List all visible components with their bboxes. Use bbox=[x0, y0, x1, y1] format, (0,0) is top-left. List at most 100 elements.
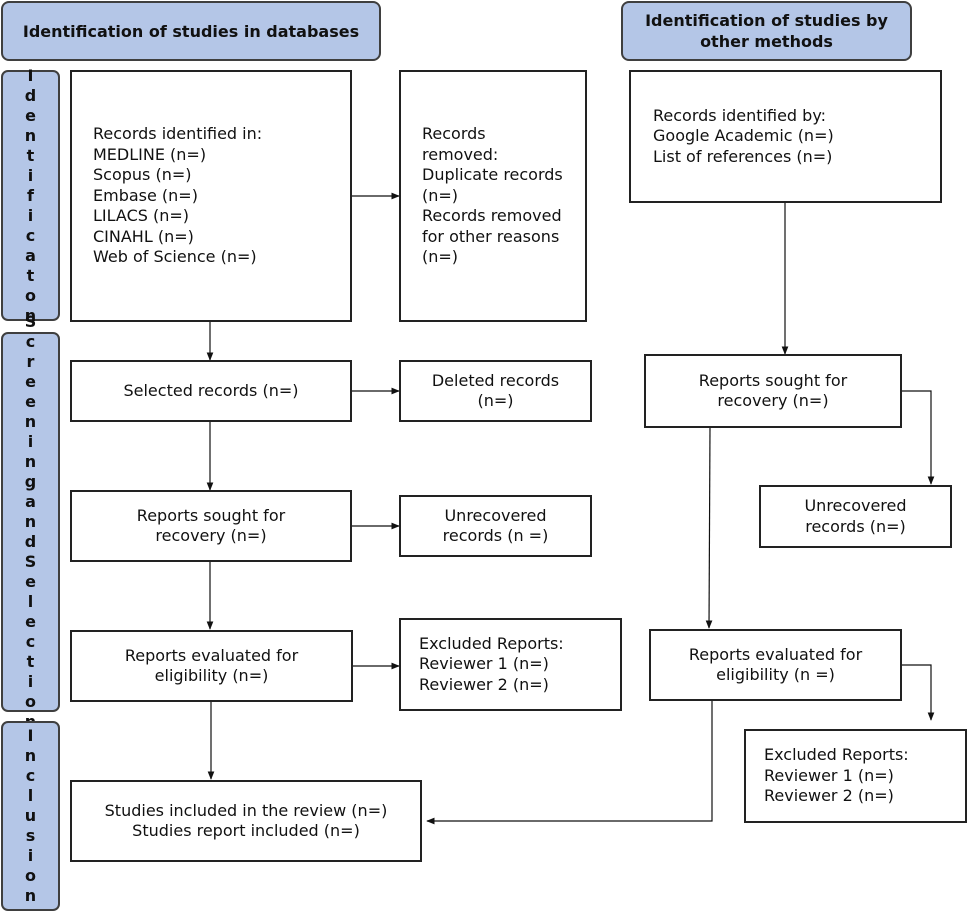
phase-screening-selection: S c r e e n i n g a n d S e l e c t i o … bbox=[1, 312, 60, 731]
box-studies-included: Studies included in the review (n=) Stud… bbox=[70, 780, 422, 862]
phase-letter: s bbox=[25, 826, 36, 845]
box-line: Unrecovered bbox=[804, 496, 907, 515]
phase-letter: o bbox=[25, 285, 36, 305]
phase-letter: f bbox=[27, 185, 34, 205]
phase-letter: i bbox=[27, 165, 34, 185]
phase-letter: i bbox=[27, 205, 34, 225]
box-line: Records identified by: bbox=[653, 105, 827, 125]
phase-letter: o bbox=[25, 866, 36, 885]
arrow-other-sought-to-unrecovered bbox=[901, 390, 935, 485]
phase-letter: I bbox=[27, 65, 34, 85]
phase-letter: l bbox=[27, 592, 34, 611]
box-line: Excluded Reports: bbox=[419, 633, 564, 653]
phase-letter: e bbox=[25, 392, 36, 411]
box-line: Duplicate records bbox=[422, 165, 563, 185]
phase-letter: u bbox=[24, 806, 37, 825]
header-databases-text: Identification of studies in databases bbox=[22, 21, 360, 41]
box-line: List of references (n=) bbox=[653, 146, 833, 166]
phase-letter: n bbox=[24, 125, 37, 145]
phase-letter: n bbox=[24, 512, 37, 531]
box-reports-evaluated-db: Reports evaluated for eligibility (n=) bbox=[70, 630, 353, 702]
box-reports-evaluated-other: Reports evaluated for eligibility (n =) bbox=[649, 629, 902, 701]
box-line: Unrecovered bbox=[444, 505, 547, 525]
phase-letter: t bbox=[26, 265, 35, 285]
phase-letter: c bbox=[25, 332, 36, 351]
phase-letter: a bbox=[25, 245, 36, 265]
box-line: Reviewer 1 (n=) bbox=[419, 654, 549, 674]
box-line: Excluded Reports: bbox=[764, 745, 909, 765]
phase-letter: n bbox=[24, 886, 37, 905]
phase-letter: n bbox=[24, 452, 37, 471]
phase-letter: t bbox=[26, 145, 35, 165]
box-line: (n=) bbox=[477, 391, 514, 410]
box-line: eligibility (n =) bbox=[716, 665, 835, 684]
phase-letter: e bbox=[25, 372, 36, 391]
box-line: MEDLINE (n=) bbox=[93, 144, 207, 164]
box-records-other-methods: Records identified by: Google Academic (… bbox=[629, 70, 942, 203]
box-selected-records: Selected records (n=) bbox=[70, 360, 352, 422]
box-line: eligibility (n=) bbox=[154, 666, 269, 685]
box-reports-sought-db: Reports sought for recovery (n=) bbox=[70, 490, 352, 562]
box-line: Records removed bbox=[422, 206, 562, 226]
phase-letter: c bbox=[25, 225, 36, 245]
box-reports-sought-other: Reports sought for recovery (n=) bbox=[644, 354, 902, 428]
header-other-line-2: other methods bbox=[700, 32, 833, 51]
box-unrecovered-other: Unrecovered records (n=) bbox=[759, 485, 952, 548]
box-records-identified: Records identified in: MEDLINE (n=) Scop… bbox=[70, 70, 352, 322]
header-other-methods: Identification of studies by other metho… bbox=[621, 1, 912, 61]
phase-letter: o bbox=[25, 692, 36, 711]
arrow-other-sought-to-evaluated bbox=[705, 426, 713, 629]
header-databases: Identification of studies in databases bbox=[1, 1, 381, 61]
box-line: (n=) bbox=[422, 185, 459, 205]
box-excluded-db: Excluded Reports: Reviewer 1 (n=) Review… bbox=[399, 618, 622, 711]
header-other-line-1: Identification of studies by bbox=[645, 11, 888, 30]
box-line: (n=) bbox=[422, 247, 459, 267]
box-line: Reports sought for bbox=[698, 370, 848, 390]
box-line: Reports sought for bbox=[136, 505, 286, 525]
phase-letter: e bbox=[25, 612, 36, 631]
box-line: Studies included in the review (n=) bbox=[104, 800, 388, 820]
phase-letter: l bbox=[27, 786, 34, 805]
phase-letter: r bbox=[26, 352, 35, 371]
phase-letter: g bbox=[24, 472, 37, 491]
box-line: Deleted records bbox=[431, 370, 560, 390]
box-line: CINAHL (n=) bbox=[93, 226, 194, 246]
box-unrecovered-db: Unrecovered records (n =) bbox=[399, 495, 592, 557]
arrow-other-evaluated-to-excluded bbox=[901, 664, 935, 721]
phase-letter: a bbox=[25, 492, 36, 511]
box-excluded-other: Excluded Reports: Reviewer 1 (n=) Review… bbox=[744, 729, 967, 823]
box-line: Scopus (n=) bbox=[93, 165, 192, 185]
box-deleted-records: Deleted records (n=) bbox=[399, 360, 592, 422]
phase-inclusion: I n c l u s i o n bbox=[1, 721, 60, 911]
phase-letter: d bbox=[24, 85, 37, 105]
phase-letter: S bbox=[24, 552, 37, 571]
box-records-removed: Records removed: Duplicate records (n=) … bbox=[399, 70, 587, 322]
phase-letter: n bbox=[24, 305, 37, 325]
box-line: Reviewer 2 (n=) bbox=[764, 786, 894, 806]
box-line: Reviewer 2 (n=) bbox=[419, 674, 549, 694]
box-line: for other reasons bbox=[422, 226, 560, 246]
phase-letter: S bbox=[24, 312, 37, 331]
box-line: recovery (n=) bbox=[717, 391, 829, 410]
box-line: Reviewer 1 (n=) bbox=[764, 765, 894, 785]
box-line: LILACS (n=) bbox=[93, 206, 190, 226]
phase-letter: e bbox=[25, 105, 36, 125]
box-line: Studies report included (n=) bbox=[132, 821, 360, 840]
box-line: Reports evaluated for bbox=[124, 645, 299, 665]
box-line: records (n=) bbox=[805, 516, 906, 536]
box-line: removed: bbox=[422, 144, 499, 164]
phase-letter: i bbox=[27, 672, 34, 691]
phase-letter: i bbox=[27, 846, 34, 865]
phase-letter: d bbox=[24, 532, 37, 551]
arrow-other-evaluated-to-included bbox=[426, 700, 713, 825]
box-line: Embase (n=) bbox=[93, 185, 198, 205]
box-line: recovery (n=) bbox=[155, 526, 267, 545]
box-line: Reports evaluated for bbox=[688, 644, 863, 664]
phase-letter: n bbox=[24, 412, 37, 431]
phase-letter: I bbox=[27, 726, 34, 745]
phase-letter: c bbox=[25, 632, 36, 651]
phase-letter: e bbox=[25, 572, 36, 591]
phase-letter: t bbox=[26, 652, 35, 671]
box-line: Google Academic (n=) bbox=[653, 126, 834, 146]
